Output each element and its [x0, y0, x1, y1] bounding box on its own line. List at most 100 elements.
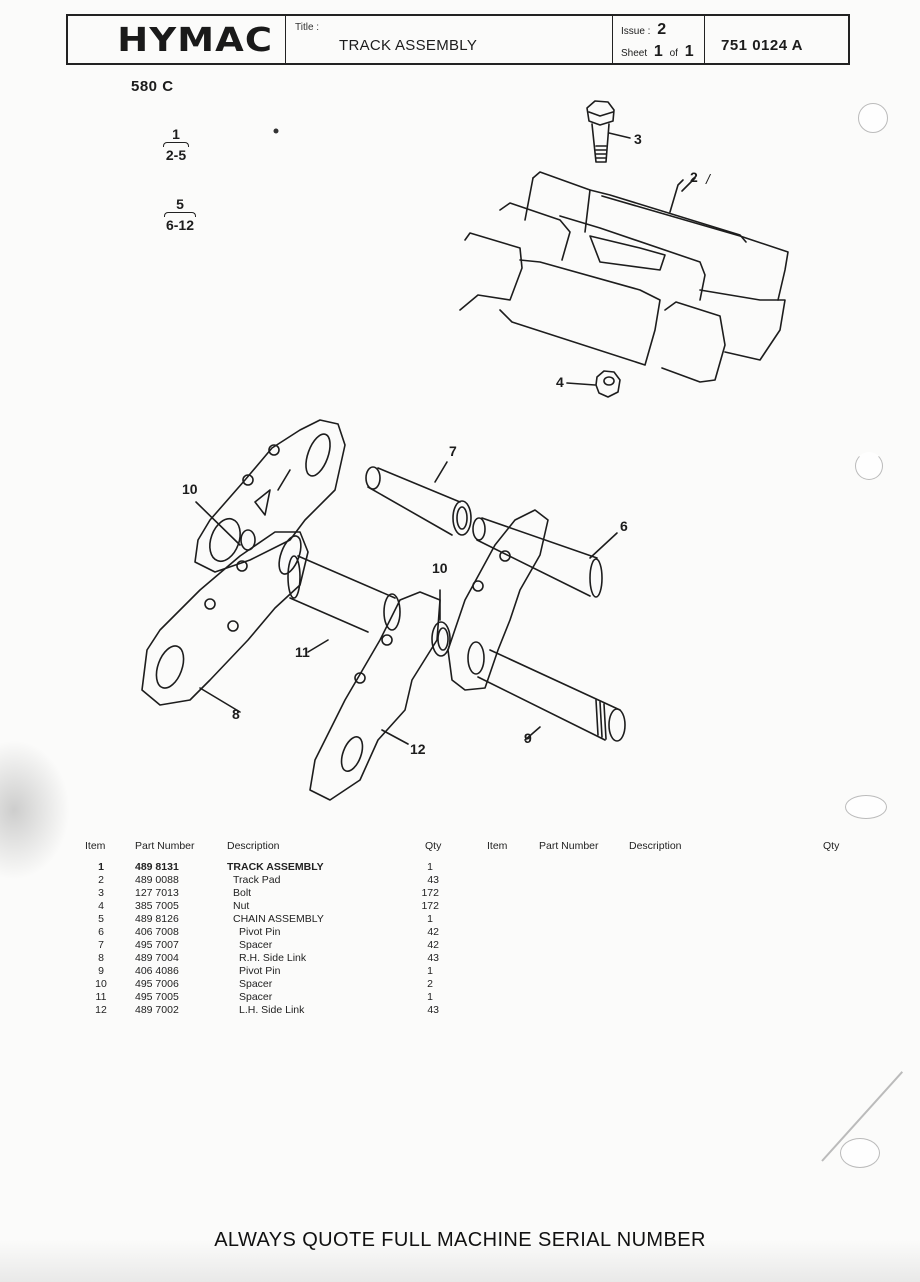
part-number: 489 7002 — [135, 1004, 179, 1016]
part-number: 495 7006 — [135, 978, 179, 990]
quantity: 1 — [427, 965, 433, 977]
part-number: 127 7013 — [135, 887, 179, 899]
item-number: 5 — [98, 913, 104, 925]
pivot-pin-9-icon — [477, 649, 626, 742]
callout-pivot-pin-6: 6 — [620, 518, 628, 534]
item-number: 9 — [98, 965, 104, 977]
description: Bolt — [233, 887, 252, 899]
header-item: Item — [85, 840, 106, 852]
group-top: 1 — [172, 126, 180, 142]
pivot-pin-6-icon — [472, 517, 618, 598]
callout-spacer-10-right: 10 — [432, 560, 448, 576]
spacer-10-right-icon — [431, 589, 451, 657]
issue-label: Issue : — [621, 26, 651, 37]
drawing-number-cell: 751 0124 A — [705, 16, 848, 63]
header-part-number: Part Number — [135, 840, 195, 852]
description: TRACK ASSEMBLY — [227, 861, 324, 873]
quantity: 43 — [427, 874, 439, 886]
group-indicator-1: 1 2-5 — [163, 127, 189, 162]
callout-nut: 4 — [556, 374, 564, 390]
leader-line — [681, 177, 696, 192]
part-number: 489 0088 — [135, 874, 179, 886]
description: L.H. Side Link — [239, 1004, 305, 1016]
description: Spacer — [239, 991, 273, 1003]
sheet-label: Sheet — [621, 48, 648, 59]
quantity: 172 — [421, 900, 439, 912]
speck — [273, 128, 279, 134]
item-number: 10 — [95, 978, 107, 990]
spacer-7-icon — [365, 461, 472, 536]
binder-hole — [845, 795, 887, 819]
description: Spacer — [239, 939, 273, 951]
item-number: 2 — [98, 874, 104, 886]
item-number: 8 — [98, 952, 104, 964]
callout-bolt: 3 — [634, 131, 642, 147]
description: Pivot Pin — [239, 926, 281, 938]
parts-list: Item Part Number Description Qty Item Pa… — [85, 840, 885, 1030]
description: Pivot Pin — [239, 965, 281, 977]
group-bottom: 2-5 — [165, 147, 187, 163]
issue-row: Issue : 2 — [621, 21, 666, 39]
callout-spacer-10-left: 10 — [182, 481, 198, 497]
of-label: of — [669, 48, 678, 59]
part-number: 489 8126 — [135, 913, 179, 925]
quantity: 1 — [427, 991, 433, 1003]
sheet-total: 1 — [684, 43, 694, 60]
title-label: Title : — [295, 22, 320, 33]
scan-shadow — [0, 1240, 920, 1282]
part-number: 406 4086 — [135, 965, 179, 977]
header-description: Description — [227, 840, 280, 852]
side-link-right-icon — [447, 509, 549, 691]
callout-pivot-pin-9: 9 — [524, 730, 532, 746]
title-cell: Title : TRACK ASSEMBLY — [286, 16, 613, 63]
callout-spacer-11: 11 — [295, 644, 310, 660]
description: Nut — [233, 900, 250, 912]
description: Spacer — [239, 978, 273, 990]
model-label: 580 C — [131, 78, 174, 95]
callout-lh-link: 12 — [410, 741, 426, 757]
description: R.H. Side Link — [239, 952, 307, 964]
part-number: 406 7008 — [135, 926, 179, 938]
drawing-number: 751 0124 A — [721, 37, 804, 54]
sheet-value: 1 — [653, 43, 663, 60]
issue-value: 2 — [657, 21, 667, 38]
side-link-upper-icon — [194, 419, 346, 573]
brace-icon — [164, 212, 196, 217]
tick-mark: / — [706, 171, 710, 187]
header-part-number-right: Part Number — [539, 840, 599, 852]
item-number: 3 — [98, 887, 104, 899]
rh-side-link-icon — [141, 531, 309, 713]
part-number: 495 7007 — [135, 939, 179, 951]
header-description-right: Description — [629, 840, 682, 852]
quantity: 43 — [427, 1004, 439, 1016]
spacer-10-icon — [240, 529, 256, 551]
logo-cell: HYMAC — [68, 16, 286, 63]
leader-line — [195, 501, 241, 546]
binder-hole — [858, 103, 888, 133]
issue-cell: Issue : 2 Sheet 1 of 1 — [613, 16, 705, 63]
item-number: 12 — [95, 1004, 107, 1016]
description: CHAIN ASSEMBLY — [233, 913, 324, 925]
quantity: 42 — [427, 926, 439, 938]
quantity: 1 — [427, 861, 433, 873]
sheet-row: Sheet 1 of 1 — [621, 43, 694, 61]
header-qty: Qty — [425, 840, 442, 852]
quantity: 172 — [421, 887, 439, 899]
group-indicator-2: 5 6-12 — [164, 197, 196, 232]
callout-rh-link: 8 — [232, 706, 240, 722]
title-block: HYMAC Title : TRACK ASSEMBLY Issue : 2 S… — [66, 14, 850, 65]
spacer-11-icon — [287, 555, 401, 653]
binder-hole — [855, 452, 883, 480]
brace-icon — [163, 142, 189, 147]
item-number: 11 — [95, 991, 107, 1003]
scan-smudge — [0, 740, 70, 880]
part-number: 489 7004 — [135, 952, 179, 964]
track-pad-icon — [459, 171, 789, 383]
callout-track-pad: 2 — [690, 169, 698, 185]
header-qty-right: Qty — [823, 840, 840, 852]
item-number: 7 — [98, 939, 104, 951]
quantity: 2 — [427, 978, 433, 990]
part-number: 489 8131 — [135, 861, 179, 873]
group-bottom: 6-12 — [165, 217, 195, 233]
